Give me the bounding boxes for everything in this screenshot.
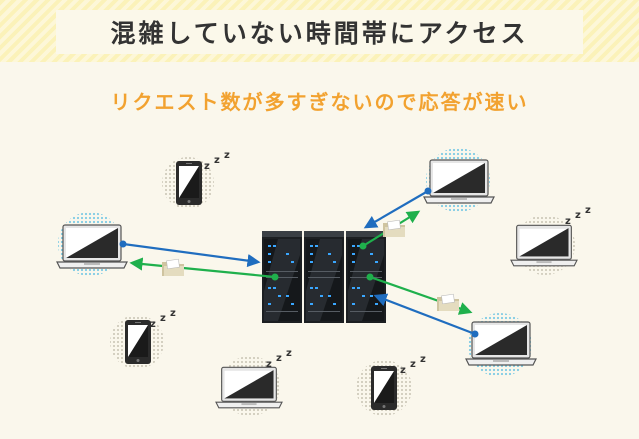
response-arrow-left (129, 257, 276, 279)
response-origin-dot (366, 273, 374, 281)
sleep-zzz-icon (400, 354, 426, 376)
laptop-active-left (56, 212, 128, 276)
smartphone-icon (371, 366, 397, 410)
response-origin-dot (271, 273, 279, 281)
smartphone-icon (176, 161, 202, 205)
laptop-icon (510, 224, 578, 267)
file-folder-icon (161, 258, 185, 277)
phone-idle-bottom (356, 354, 426, 416)
title-box: 混雑していない時間帯にアクセス (56, 10, 583, 54)
laptop-icon (465, 321, 537, 366)
laptop-icon (423, 159, 495, 204)
laptop-idle-bottom (215, 348, 292, 416)
request-arrow-top-right (363, 190, 429, 229)
laptop-icon (56, 224, 128, 269)
phone-idle-top (162, 150, 230, 209)
request-origin-dot (119, 240, 127, 248)
request-origin-dot (424, 187, 432, 195)
laptop-active-top-right (423, 148, 495, 212)
sleep-zzz-icon (204, 150, 230, 172)
sleep-zzz-icon (266, 348, 292, 370)
smartphone-icon (125, 320, 151, 364)
file-folder-icon (436, 293, 460, 312)
request-origin-dot (471, 330, 479, 338)
sleep-zzz-icon (565, 205, 591, 227)
page-subtitle: リクエスト数が多すぎないので応答が速い (110, 90, 529, 114)
server-icon (304, 231, 344, 323)
page-title: 混雑していない時間帯にアクセス (110, 19, 529, 48)
request-arrow-left (122, 242, 261, 268)
response-origin-dot (359, 242, 367, 250)
laptop-idle-right (510, 205, 591, 275)
laptop-active-bottom-right (465, 313, 537, 377)
sleep-zzz-icon (150, 308, 176, 330)
phone-idle-left (110, 308, 176, 369)
request-arrow-bottom-right (373, 293, 476, 336)
laptop-icon (215, 366, 283, 409)
